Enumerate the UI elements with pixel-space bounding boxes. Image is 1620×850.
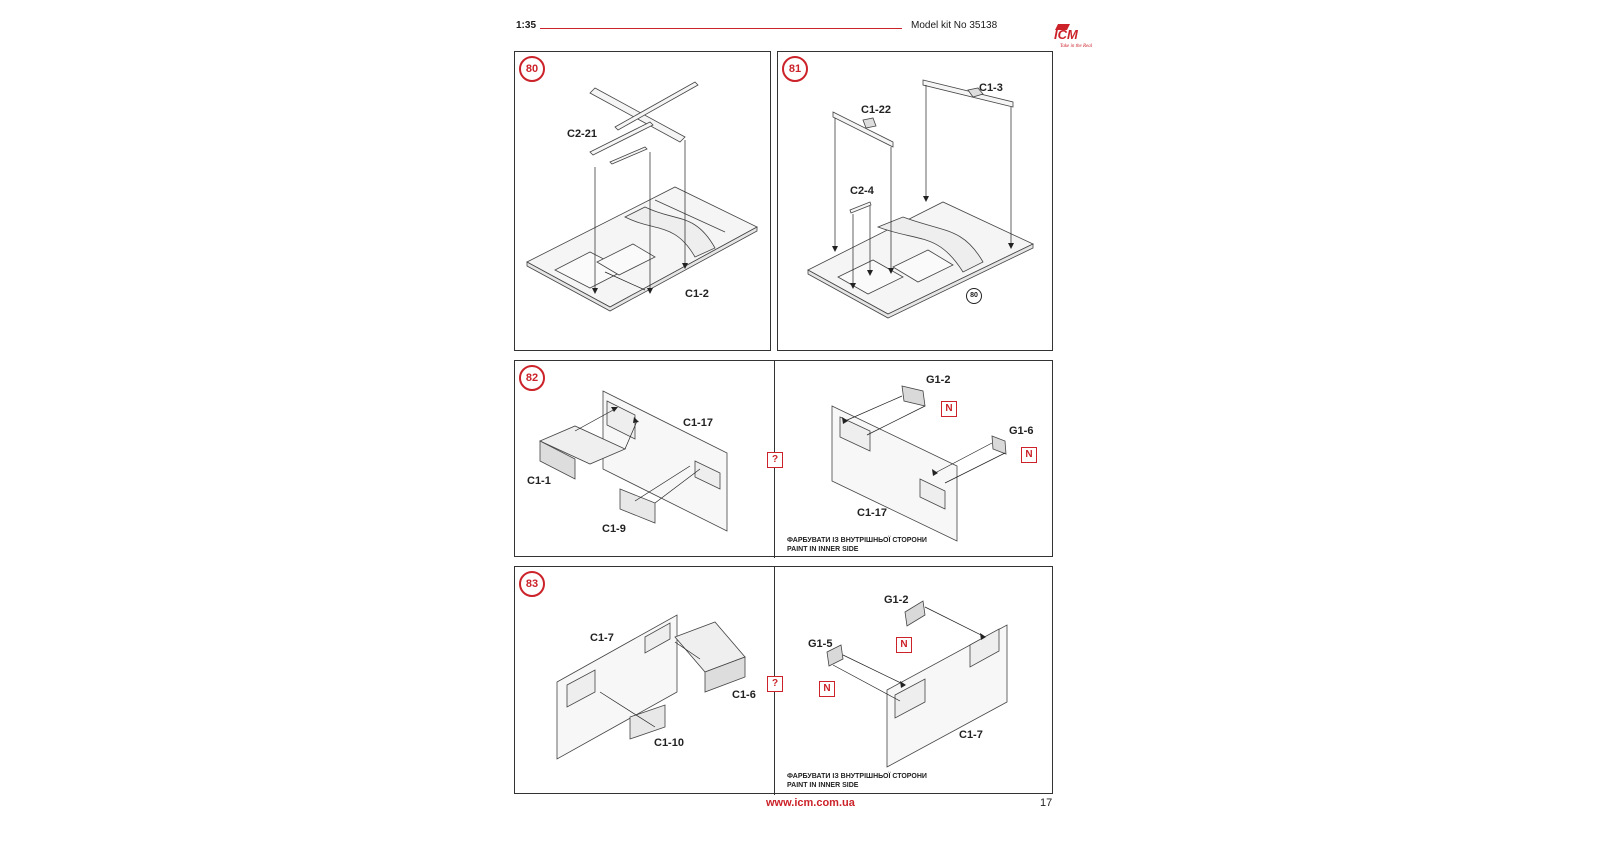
query-box-icon: ? [767, 676, 783, 692]
scale-label: 1:35 [516, 20, 537, 31]
part-label-g1-6: G1-6 [1009, 425, 1034, 437]
query-box-icon: ? [767, 452, 783, 468]
step-83-panel: 83 C1-7 C1-6 C1-10 ? G1-2 N G1-5 N C1-7 … [514, 566, 1053, 795]
step-82-panel: 82 C1-17 C1-1 C1-9 ? G1-2 N G1-6 N C1-17… [514, 360, 1053, 558]
step-82-badge: 82 [519, 365, 545, 391]
page-number: 17 [1040, 797, 1053, 809]
step-ref-80: 80 [966, 288, 982, 304]
marker-n-g1-5: N [819, 681, 835, 697]
step-80-badge: 80 [519, 56, 545, 82]
part-label-c1-3: C1-3 [979, 82, 1003, 94]
part-label-c1-22: C1-22 [861, 104, 891, 116]
paint-note: ФАРБУВАТИ ІЗ ВНУТРІШНЬОЇ СТОРОНИ PAINT I… [787, 536, 927, 554]
part-label-c1-10: C1-10 [654, 737, 684, 749]
paint-note-en: PAINT IN INNER SIDE [787, 782, 859, 789]
logo-text: ICM [1054, 27, 1079, 42]
part-label-c1-7-right: C1-7 [959, 729, 983, 741]
paint-note-ua: ФАРБУВАТИ ІЗ ВНУТРІШНЬОЇ СТОРОНИ [787, 773, 927, 780]
part-label-g1-2: G1-2 [926, 374, 951, 386]
part-label-c1-17-left: C1-17 [683, 417, 713, 429]
paint-note: ФАРБУВАТИ ІЗ ВНУТРІШНЬОЇ СТОРОНИ PAINT I… [787, 772, 927, 790]
step-81-badge: 81 [782, 56, 808, 82]
part-label-c1-1: C1-1 [527, 475, 551, 487]
footer-url-link[interactable]: www.icm.com.ua [766, 797, 855, 809]
part-label-c1-9: C1-9 [602, 523, 626, 535]
part-label-c1-2: C1-2 [685, 288, 709, 300]
part-label-g1-2: G1-2 [884, 594, 909, 606]
step-83-badge: 83 [519, 571, 545, 597]
header-rule [540, 28, 902, 29]
icm-logo-icon: ICM Take in the Real [1050, 20, 1100, 50]
logo-tagline: Take in the Real [1060, 44, 1093, 49]
part-label-c1-6: C1-6 [732, 689, 756, 701]
model-kit-label: Model kit No 35138 [911, 20, 998, 31]
step-80-panel: 80 C2-21 C1-2 [514, 51, 771, 351]
marker-n-g1-2: N [896, 637, 912, 653]
marker-n-g1-2: N [941, 401, 957, 417]
paint-note-ua: ФАРБУВАТИ ІЗ ВНУТРІШНЬОЇ СТОРОНИ [787, 537, 927, 544]
part-label-c2-21: C2-21 [567, 128, 597, 140]
paint-note-en: PAINT IN INNER SIDE [787, 546, 859, 553]
part-label-c2-4: C2-4 [850, 185, 874, 197]
part-label-c1-7-left: C1-7 [590, 632, 614, 644]
marker-n-g1-6: N [1021, 447, 1037, 463]
part-label-g1-5: G1-5 [808, 638, 833, 650]
part-label-c1-17-right: C1-17 [857, 507, 887, 519]
step-81-panel: 81 C1-3 C1-22 C2-4 80 [777, 51, 1053, 351]
